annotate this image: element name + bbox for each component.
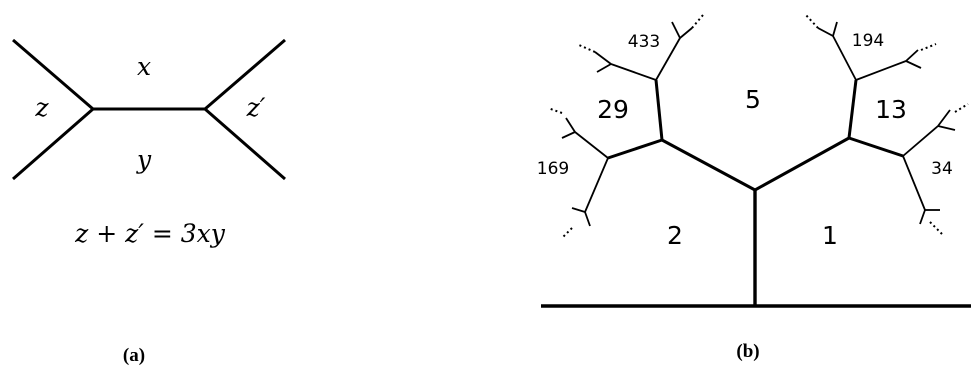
- branch-left: [661, 138, 756, 192]
- region-194: 194: [852, 31, 884, 51]
- branch-l-up-a: [610, 63, 657, 81]
- fork-dots: [804, 13, 819, 29]
- fork-stub: [937, 109, 951, 127]
- label-x: x: [137, 52, 151, 81]
- region-13: 13: [875, 95, 907, 124]
- fork-dots: [929, 221, 943, 235]
- branch-right-lower: [848, 136, 904, 158]
- panel-b: 2 1 5 29 13 169 433 194 34 (b): [537, 13, 971, 362]
- edge-a-upper-right: [204, 38, 286, 111]
- panel-a: x y z z′ z + z′ = 3xy (a): [12, 38, 286, 366]
- branch-r-up-a: [832, 35, 857, 81]
- fork-dots: [578, 44, 596, 53]
- fork-dots: [561, 227, 573, 239]
- fork-stub: [832, 21, 838, 37]
- branch-r-lo-b: [902, 155, 926, 211]
- branch-left-upper: [654, 79, 664, 141]
- branch-l-lo-a: [574, 131, 609, 159]
- edge-a-upper-left: [12, 38, 94, 111]
- label-z-prime: z′: [246, 93, 266, 122]
- caption-a: (a): [123, 345, 145, 366]
- fork-stub: [817, 27, 834, 37]
- region-169: 169: [537, 159, 569, 179]
- fork-stub: [565, 117, 576, 133]
- fork-stub: [937, 125, 956, 131]
- fork-stub: [584, 211, 591, 227]
- fork-stub: [679, 27, 693, 39]
- region-5: 5: [745, 85, 761, 114]
- branch-l-up-b: [655, 37, 681, 81]
- branch-r-lo-a: [902, 125, 939, 157]
- fork-stub: [561, 131, 576, 139]
- region-29: 29: [597, 95, 629, 124]
- fork-stub: [596, 63, 612, 73]
- fork-stub: [905, 49, 919, 62]
- branch-left-lower: [607, 138, 663, 160]
- region-34: 34: [931, 159, 953, 179]
- label-z: z: [34, 93, 49, 122]
- branch-right: [754, 136, 850, 192]
- label-y: y: [136, 145, 152, 174]
- region-1: 1: [822, 221, 838, 250]
- fork-stub: [594, 51, 612, 65]
- edge-a-lower-left: [12, 107, 94, 181]
- edge-a-lower-right: [204, 107, 286, 181]
- branch-l-lo-b: [584, 157, 609, 213]
- markov-relation: z + z′ = 3xy: [74, 219, 226, 248]
- fork-stub: [919, 209, 926, 225]
- fork-dots: [691, 14, 704, 29]
- fork-dots: [954, 103, 969, 113]
- region-433: 433: [628, 32, 660, 52]
- fork-stub: [571, 207, 586, 213]
- fork-dots: [547, 107, 563, 114]
- branch-r-up-b: [855, 60, 907, 81]
- region-2: 2: [667, 221, 683, 250]
- terminal-forks: [547, 13, 969, 239]
- caption-b: (b): [736, 341, 759, 362]
- fork-stub: [905, 60, 922, 69]
- branch-right-upper: [847, 79, 858, 139]
- fork-stub: [671, 21, 681, 39]
- fork-dots: [920, 43, 937, 51]
